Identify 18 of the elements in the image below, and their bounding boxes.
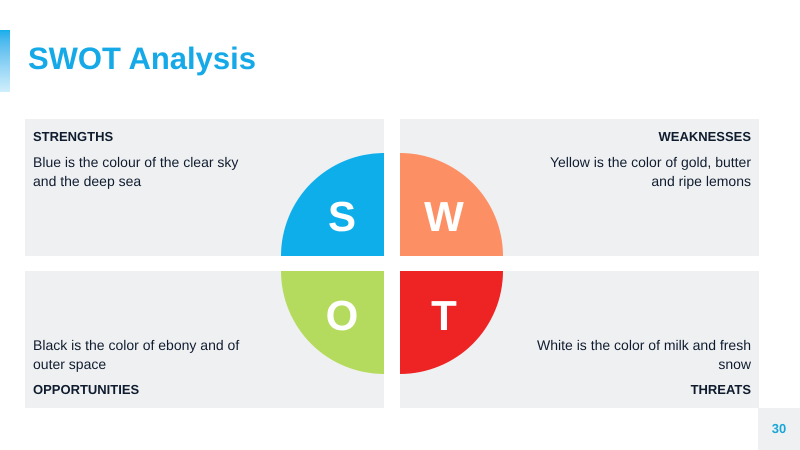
panel-heading: OPPORTUNITIES	[33, 380, 140, 398]
swot-panel	[400, 271, 759, 408]
page-number: 30	[758, 408, 800, 450]
panel-body: White is the color of milk and fresh snow	[536, 336, 751, 374]
panel-heading: THREATS	[690, 380, 751, 398]
letter: T	[431, 295, 457, 337]
panel-body: Yellow is the color of gold, butter and ripe lemons	[548, 152, 751, 190]
letter: S	[328, 196, 356, 238]
letter: W	[424, 196, 464, 238]
letter: O	[326, 295, 358, 337]
swot-panel	[25, 271, 384, 408]
panel-body: Blue is the colour of the clear sky and the deep sea	[33, 152, 240, 190]
panel-heading: WEAKNESSES	[658, 128, 751, 146]
panel-heading: STRENGTHS	[33, 128, 114, 146]
swot-panel	[25, 119, 384, 256]
swot-panel	[400, 119, 759, 256]
panel-body: Black is the color of ebony and of outer space	[33, 336, 240, 374]
title: SWOT Analysis	[28, 40, 256, 78]
